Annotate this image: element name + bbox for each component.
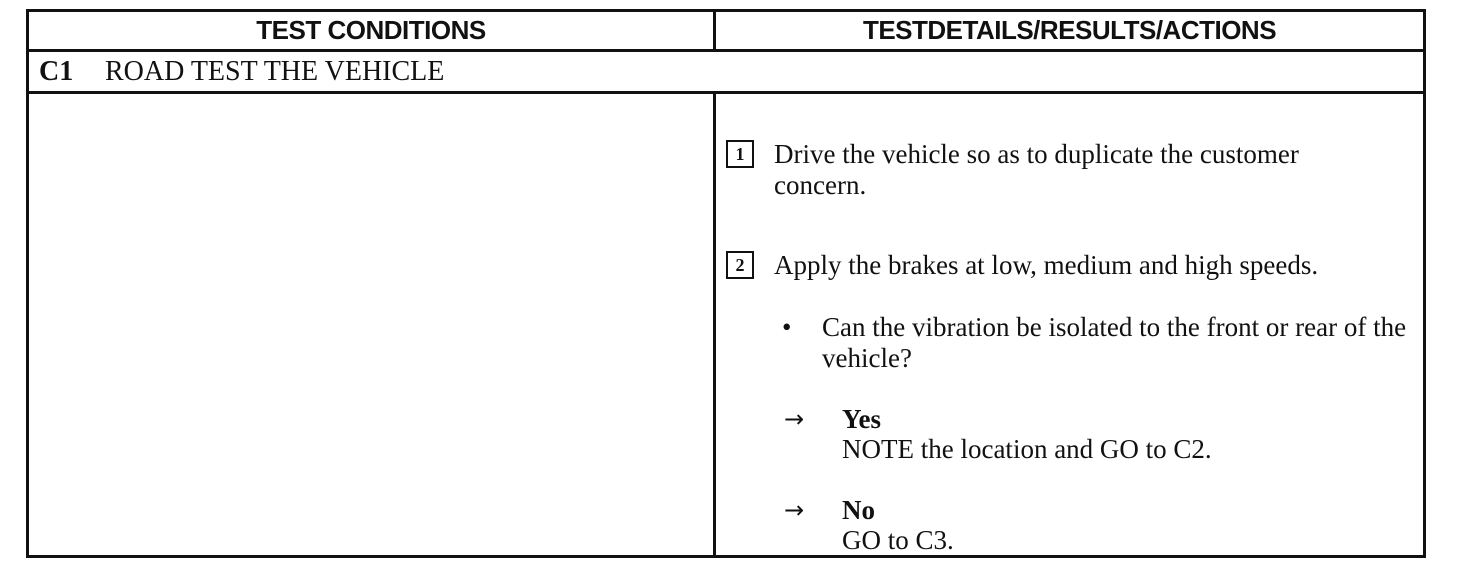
header-test-conditions: TEST CONDITIONS xyxy=(29,12,716,49)
test-table: TEST CONDITIONS TESTDETAILS/RESULTS/ACTI… xyxy=(26,9,1426,558)
test-details-cell: 1 Drive the vehicle so as to duplicate t… xyxy=(716,94,1423,555)
step-1-text: Drive the vehicle so as to duplicate the… xyxy=(774,139,1299,200)
step-1: 1 xyxy=(726,140,754,168)
answer-action: NOTE the location and GO to C2. xyxy=(842,434,1212,464)
question-text: Can the vibration be isolated to the fro… xyxy=(822,312,1407,373)
bullet-icon: • xyxy=(782,312,792,342)
step-2: 2 xyxy=(726,251,754,279)
answer-label: Yes xyxy=(842,404,881,434)
answer-action: GO to C3. xyxy=(842,525,954,555)
test-conditions-cell xyxy=(29,94,716,555)
step-number-box: 2 xyxy=(726,251,754,279)
header-test-details: TESTDETAILS/RESULTS/ACTIONS xyxy=(862,15,1277,45)
section-code: C1 xyxy=(39,55,74,87)
answer-label: No xyxy=(842,495,875,525)
step-2-text: Apply the brakes at low, medium and high… xyxy=(774,250,1319,280)
section-row: C1 ROAD TEST THE VEHICLE xyxy=(29,52,1423,94)
arrow-right-icon: → xyxy=(784,496,805,524)
arrow-right-icon: → xyxy=(784,405,805,433)
question-bullet: • Can the vibration be isolated to the f… xyxy=(782,312,1406,374)
section-title: ROAD TEST THE VEHICLE xyxy=(105,55,445,87)
table-header-row: TEST CONDITIONS TESTDETAILS/RESULTS/ACTI… xyxy=(29,12,1423,52)
step-number-box: 1 xyxy=(726,140,754,168)
